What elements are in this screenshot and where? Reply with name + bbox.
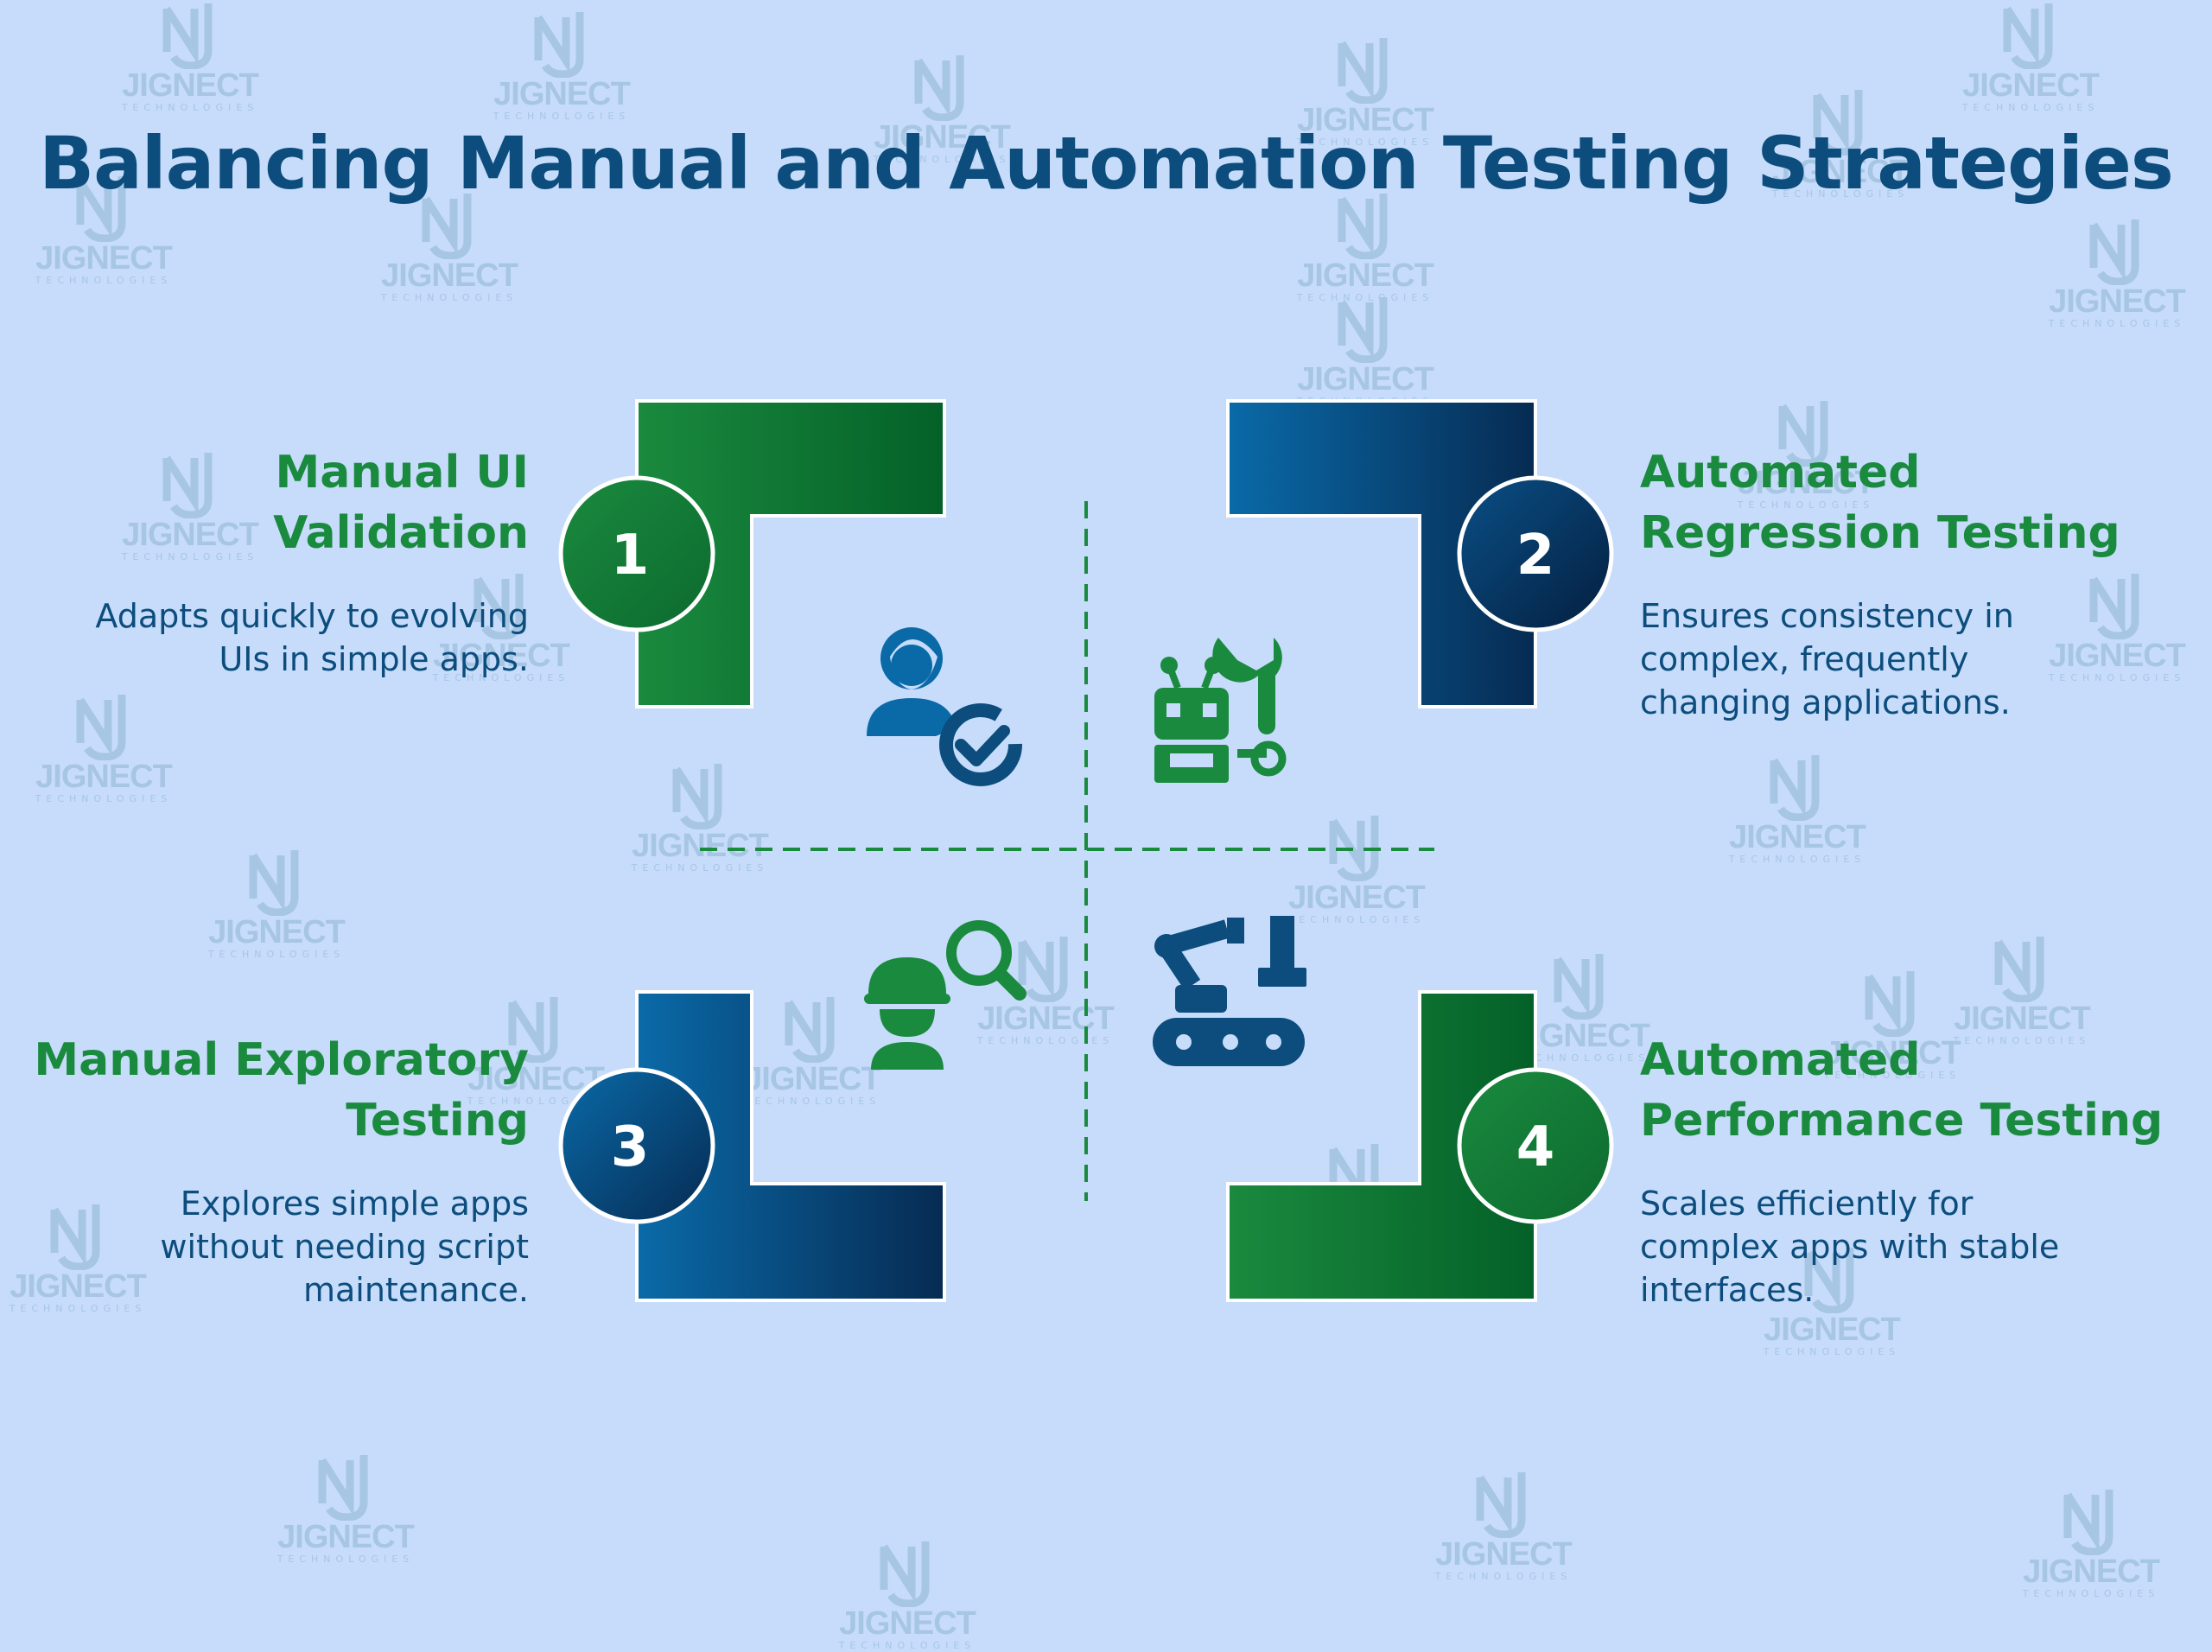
desc-automated-performance-testing: Scales efficiently for complex apps with… <box>1640 1185 2060 1309</box>
page-title: Balancing Manual and Automation Testing … <box>39 121 2174 206</box>
heading-automated-regression-testing: Automated Regression Testing <box>1640 447 2120 559</box>
robotic-arm-conveyor-icon <box>1153 916 1306 1066</box>
user-check-icon <box>867 627 1022 786</box>
number-4: 4 <box>1516 1115 1555 1179</box>
diagram-graphic: 1 2 3 4 <box>558 399 1614 1302</box>
number-badge-2: 2 <box>1457 475 1614 632</box>
heading-manual-exploratory-testing: Manual Exploratory Testing <box>34 1034 529 1147</box>
heading-automated-performance-testing: Automated Performance Testing <box>1640 1034 2164 1147</box>
number-3: 3 <box>611 1115 650 1179</box>
heading-manual-ui-validation: Manual UI Validation <box>273 447 529 559</box>
l-shape-1 <box>635 399 946 708</box>
worker-magnifier-icon <box>864 920 1027 1070</box>
l-shape-4 <box>1226 990 1537 1302</box>
number-2: 2 <box>1516 524 1555 588</box>
l-shape-2 <box>1226 399 1537 708</box>
watermark-sub: TECHNOLOGIES <box>838 1640 976 1651</box>
l-shape-3 <box>635 990 946 1302</box>
watermark-brand: JIGNECT <box>839 1605 976 1642</box>
dashed-divider <box>700 501 1434 1201</box>
number-badge-3: 3 <box>558 1067 715 1224</box>
number-badge-4: 4 <box>1457 1067 1614 1224</box>
desc-automated-regression-testing: Ensures consistency in complex, frequent… <box>1640 597 2014 721</box>
number-badge-1: 1 <box>558 475 715 632</box>
number-1: 1 <box>611 524 650 588</box>
desc-manual-ui-validation: Adapts quickly to evolving UIs in simple… <box>95 597 529 678</box>
desc-manual-exploratory-testing: Explores simple apps without needing scr… <box>160 1185 529 1309</box>
robot-wrench-icon <box>1154 638 1287 783</box>
